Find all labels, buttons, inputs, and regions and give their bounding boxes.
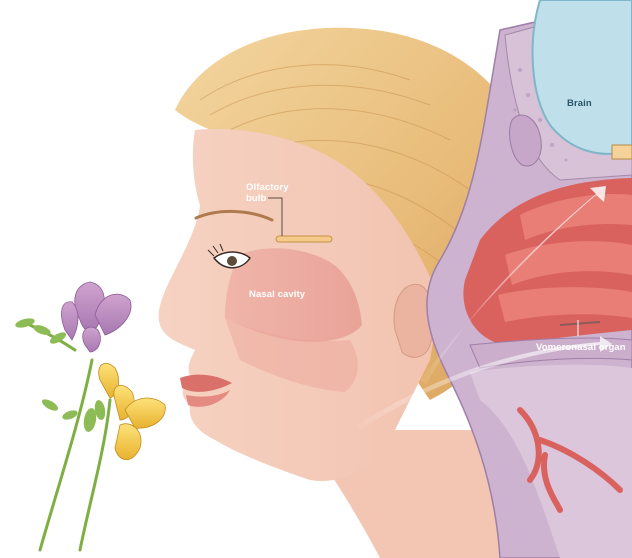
iris — [227, 256, 237, 266]
green-buds-lower — [82, 399, 107, 433]
olfactory-label-line2: bulb — [246, 193, 267, 204]
purple-flowers — [61, 282, 131, 352]
flower-stems — [30, 325, 110, 550]
olfactory-bulb — [276, 236, 332, 242]
brain-label: Brain — [567, 98, 592, 109]
vomeronasal-label: Vomeronasal organ — [536, 342, 626, 353]
olfactory-label-line1: Olfactory — [246, 182, 289, 193]
nasal-cavity-label: Nasal cavity — [249, 289, 306, 300]
